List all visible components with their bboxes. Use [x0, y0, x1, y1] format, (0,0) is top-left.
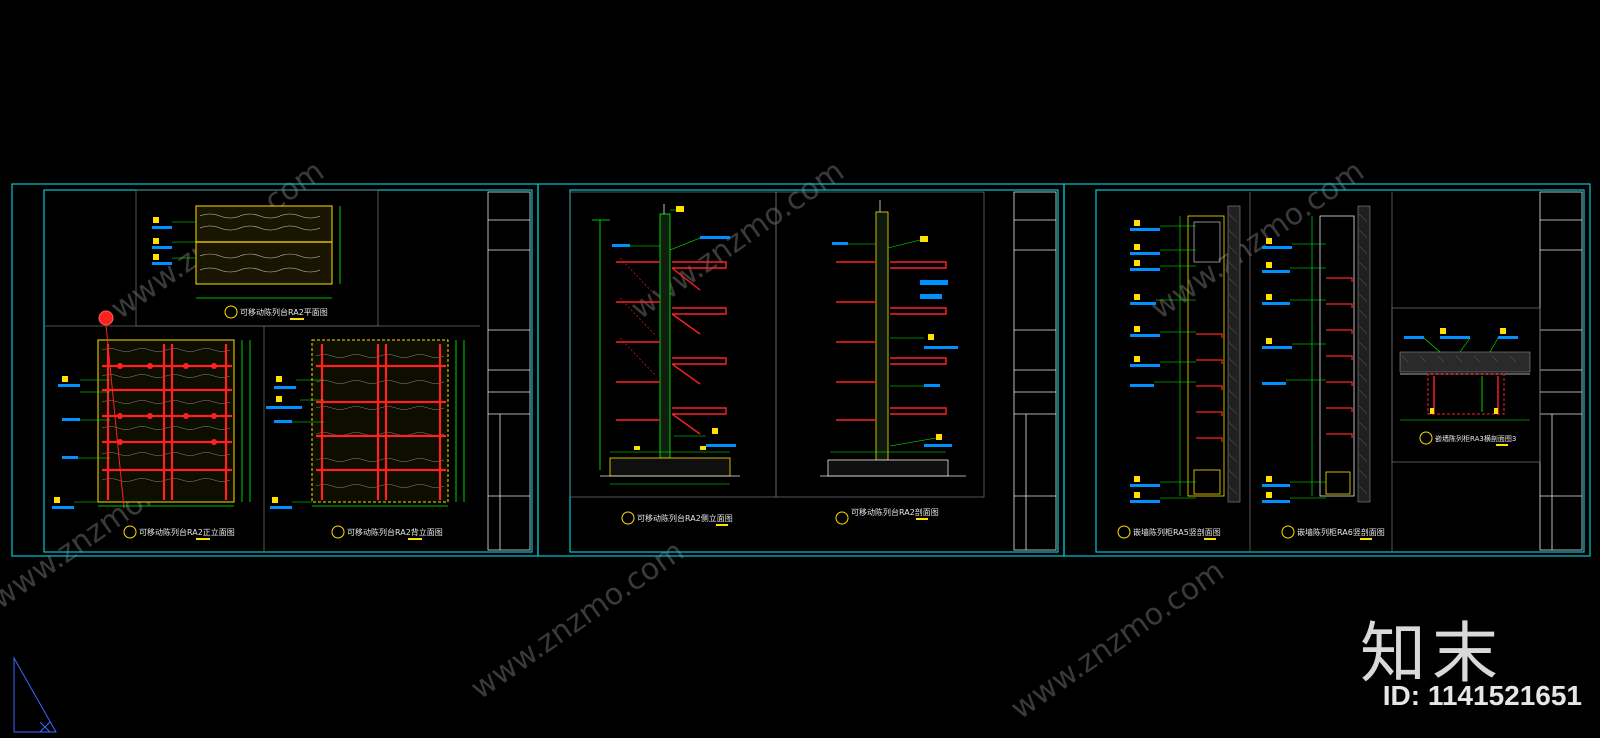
asset-id: ID: 1141521651 [1382, 680, 1582, 711]
title-block-3 [1539, 191, 1583, 551]
view-title: 可移动陈列台RA2剖面图 [851, 507, 939, 517]
sheet-3-frame [1063, 183, 1591, 557]
ucs-axis-icon [13, 656, 57, 733]
section-ra2: 可移动陈列台RA2剖面图 [820, 200, 966, 525]
view-title: 嵌墙陈列柜RA3横剖面图3 [1435, 434, 1516, 443]
sheet-2-frame [537, 183, 1065, 557]
view-title: 可移动陈列台RA2平面图 [240, 307, 328, 317]
title-block-1 [487, 191, 531, 551]
view-title: 可移动陈列台RA2正立面图 [139, 527, 235, 537]
sheet-3-inner-frame [1095, 189, 1585, 553]
back-elevation-ra2: 可移动陈列台RA2背立面图 [266, 339, 465, 540]
front-elevation-ra2: 可移动陈列台RA2正立面图 [52, 310, 251, 540]
view-title: 可移动陈列台RA2侧立面图 [637, 513, 733, 523]
sheet-2-inner-frame [569, 189, 1059, 553]
view-title: 嵌墙陈列柜RA6竖剖面图 [1297, 527, 1385, 537]
brand-logo: 知末 [1360, 615, 1504, 692]
view-title: 嵌墙陈列柜RA5竖剖面图 [1133, 527, 1221, 537]
side-elevation-ra2: 可移动陈列台RA2侧立面图 [592, 204, 740, 526]
watermark-text: www.znzmo.com [1005, 554, 1231, 727]
watermark-text: www.znzmo.com [465, 534, 691, 707]
watermark-text: www.znzmo.com [1145, 154, 1371, 327]
view-title: 可移动陈列台RA2背立面图 [347, 527, 443, 537]
horizontal-section-ra3: 嵌墙陈列柜RA3横剖面图3 [1399, 328, 1531, 446]
watermark-text: www.znzmo.com [625, 154, 851, 327]
vertical-section-ra5: 嵌墙陈列柜RA5竖剖面图 [1117, 205, 1241, 540]
plan-view-ra2: 可移动陈列台RA2平面图 [152, 205, 341, 320]
title-block-2 [1013, 191, 1057, 551]
vertical-section-ra6: 嵌墙陈列柜RA6竖剖面图 [1262, 205, 1385, 540]
viewport-dividers [44, 189, 1541, 552]
